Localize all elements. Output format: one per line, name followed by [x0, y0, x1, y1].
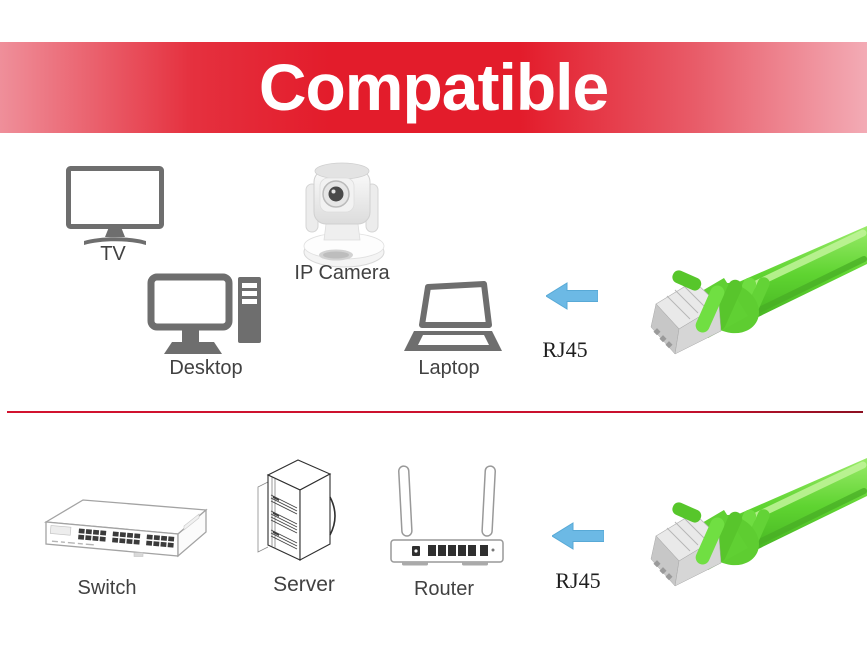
switch-icon [43, 499, 208, 558]
rj45-label: RJ45 [542, 337, 588, 362]
tv-icon [66, 166, 164, 245]
banner-title: Compatible [258, 50, 609, 124]
server-icon [257, 459, 336, 561]
router-icon [390, 465, 504, 566]
desktop-icon [147, 273, 261, 354]
ip-camera-icon [303, 162, 385, 268]
arrow-left-icon [552, 522, 604, 550]
ethernet-cable-image [630, 452, 867, 607]
ip-camera-label: IP Camera [294, 262, 390, 284]
banner: Compatible [0, 42, 867, 133]
rj45-label: RJ45 [555, 568, 601, 593]
arrow-left-icon [546, 282, 598, 310]
desktop-label: Desktop [169, 357, 243, 379]
laptop-icon [404, 281, 502, 351]
divider-line [7, 411, 863, 413]
laptop-label: Laptop [418, 357, 480, 379]
switch-label: Switch [77, 577, 137, 599]
tv-label: TV [100, 243, 126, 265]
router-label: Router [413, 578, 475, 600]
ethernet-cable-image [630, 220, 867, 375]
server-label: Server [273, 573, 335, 596]
